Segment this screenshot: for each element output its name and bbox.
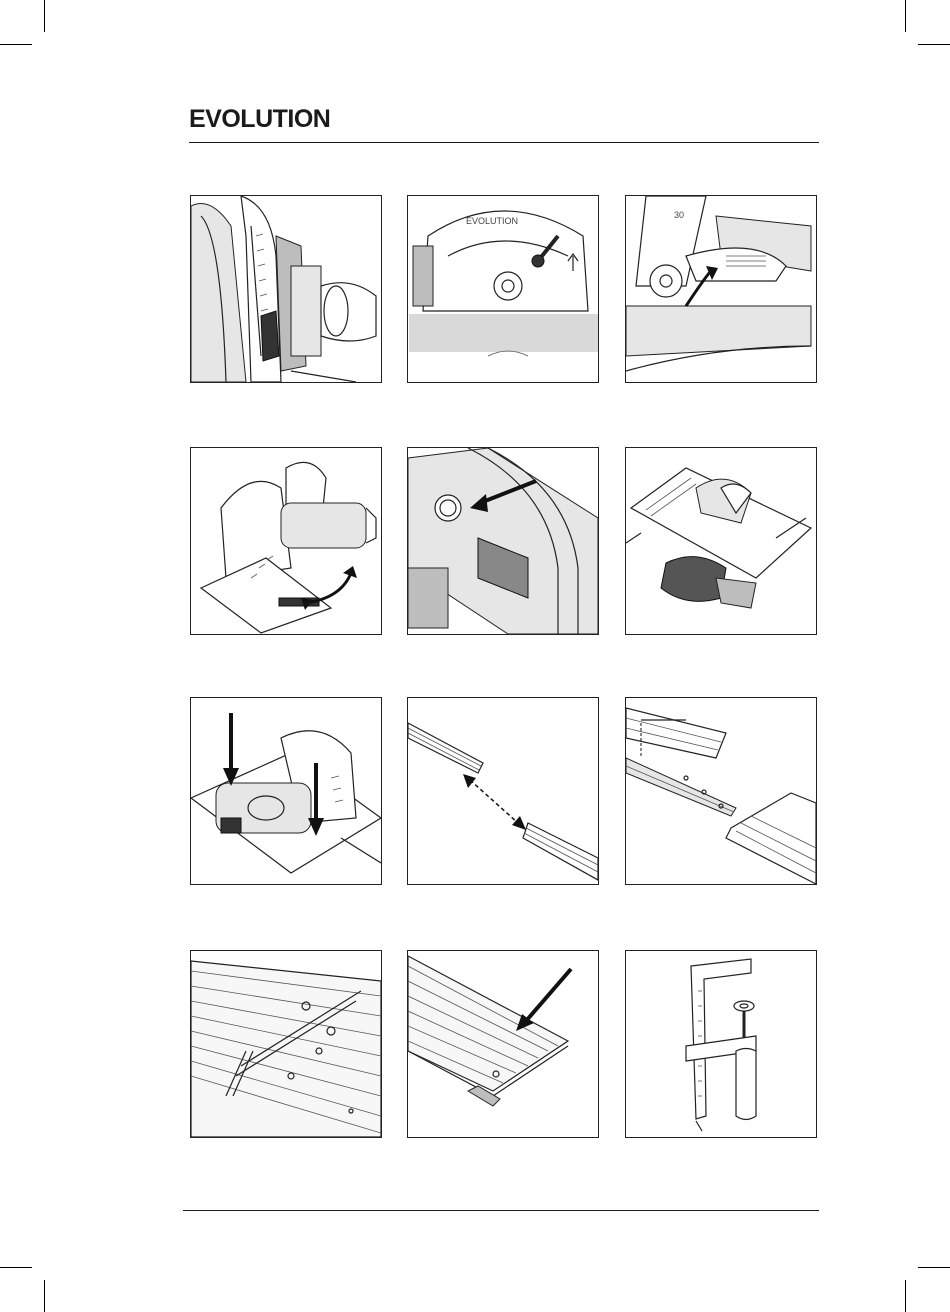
- crop-mark: [918, 1267, 950, 1268]
- rail-clamp-illustration: [626, 951, 816, 1137]
- figure-rails-align: [407, 697, 599, 885]
- figure-rail-clamp: [625, 950, 817, 1138]
- saw-rail-illustration: [626, 448, 816, 634]
- header-rule: [189, 142, 819, 143]
- figure-saw-tilt-base: [190, 447, 382, 635]
- figure-blade-guard-front: EVOLUTION: [407, 195, 599, 383]
- rail-edge-illustration: [408, 951, 598, 1137]
- crop-mark: [0, 1267, 32, 1268]
- figure-spindle-lock-button: [407, 447, 599, 635]
- figure-bevel-lock-lever: 30: [625, 195, 817, 383]
- spindle-lock-illustration: [408, 448, 598, 634]
- saw-tilt-illustration: [191, 448, 381, 634]
- crop-mark: [918, 44, 950, 45]
- bevel-scale-number: 30: [674, 210, 684, 220]
- crop-mark: [44, 1280, 45, 1312]
- crop-mark: [44, 0, 45, 32]
- crop-mark: [905, 1280, 906, 1312]
- figure-rail-edge-strip: [407, 950, 599, 1138]
- rails-align-illustration: [408, 698, 598, 884]
- crop-mark: [0, 44, 32, 45]
- saw-bevel-illustration: [191, 196, 381, 382]
- brand-logo-text: EVOLUTION: [189, 105, 330, 132]
- saw-press-illustration: [191, 698, 381, 884]
- crop-mark: [905, 0, 906, 32]
- figure-rails-joined: [190, 950, 382, 1138]
- footer-rule: [183, 1210, 819, 1211]
- blade-guard-illustration: EVOLUTION: [408, 196, 598, 382]
- rails-connector-illustration: [626, 698, 816, 884]
- rails-joined-illustration: [191, 951, 381, 1137]
- figure-rails-connector: [625, 697, 817, 885]
- figure-saw-press-down: [190, 697, 382, 885]
- blade-guard-brand: EVOLUTION: [466, 216, 518, 226]
- brand-logo: EVOLUTION: [189, 102, 349, 132]
- bevel-lever-illustration: 30: [626, 196, 816, 382]
- figure-saw-on-rail: [625, 447, 817, 635]
- figure-saw-bevel-scale: [190, 195, 382, 383]
